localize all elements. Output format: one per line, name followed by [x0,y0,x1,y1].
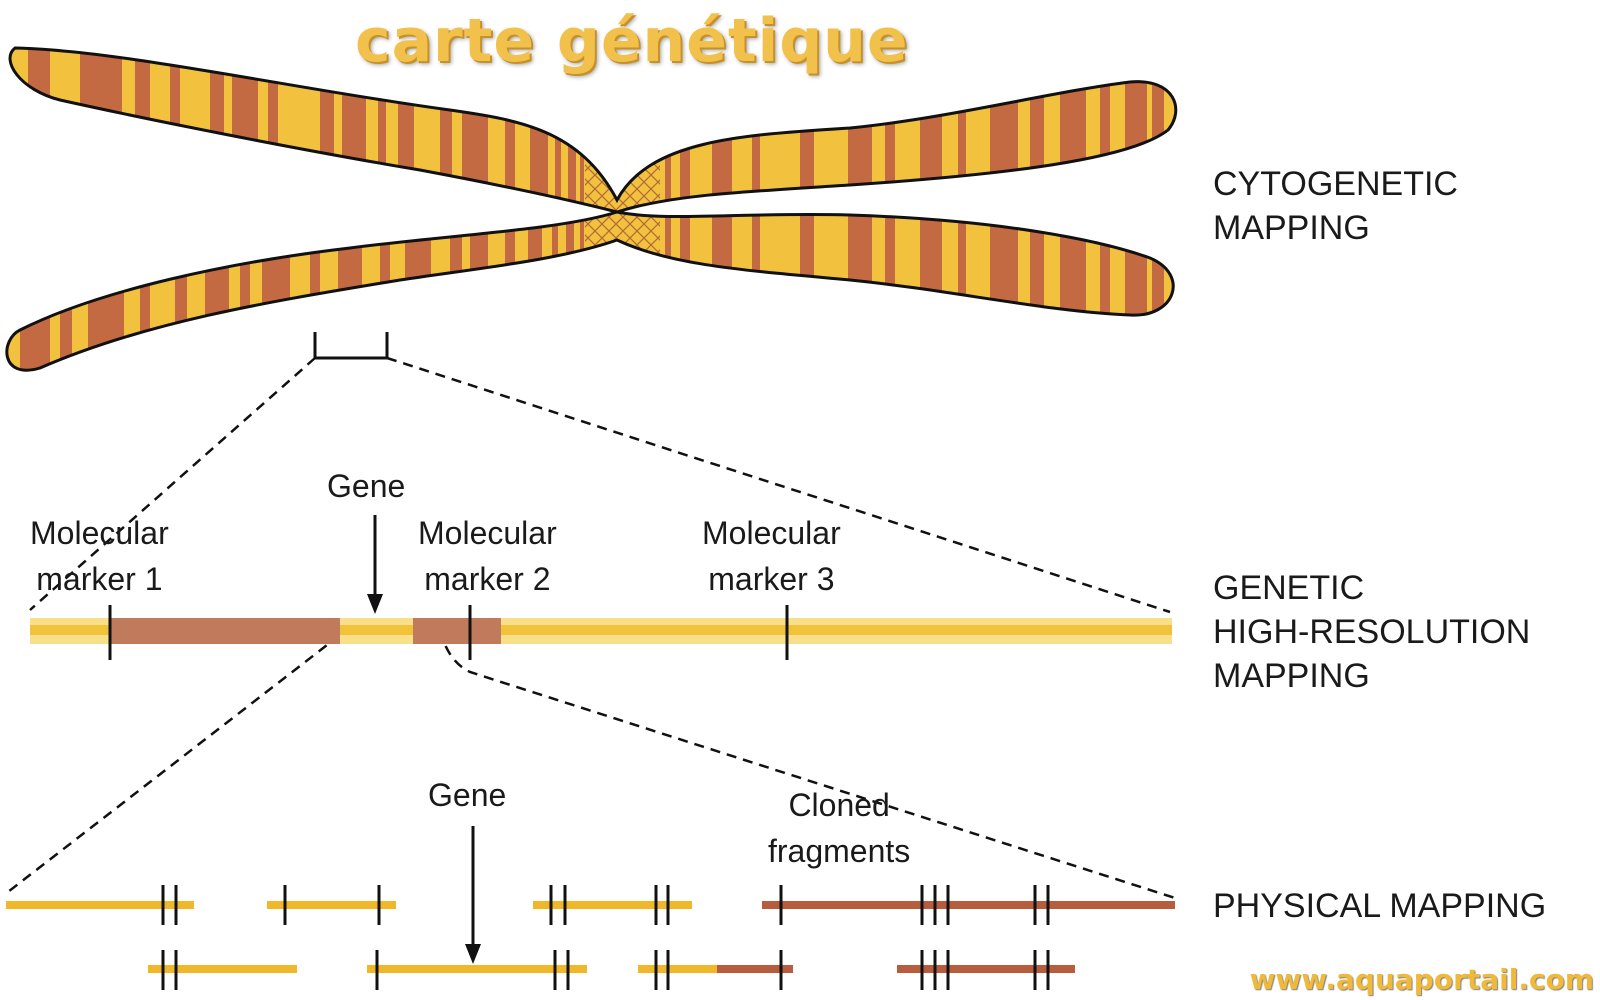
chromosome-band [310,212,320,371]
chromosome-band [505,48,515,210]
molecular-marker-3-label: Molecular marker 3 [702,515,841,597]
genetic-map-bar [30,618,1172,644]
chromosome-band [262,212,290,371]
chromosome-lower-outline [5,210,1175,372]
watermark: www.aquaportail.com [1249,963,1594,996]
chromosome-band [958,48,966,210]
chromosome-band [990,48,1018,210]
gene-label-top: Gene [327,468,406,504]
fragment-markers [161,885,1050,990]
chromosome-band [848,212,872,371]
chromosome-band [320,48,334,210]
cytogenetic-mapping-label: CYTOGENETIC MAPPING [1213,165,1458,247]
chromosome-band [885,212,895,371]
chromosome-band [1100,48,1110,210]
chromosome-band [210,48,224,210]
chromosome-band [1030,212,1044,371]
chromosome-band [800,212,814,371]
chromosome-band [1060,48,1086,210]
chromosome-band [958,212,966,371]
chromosome-band [205,212,229,371]
chromosome-band [665,212,671,371]
chromosome-band [140,212,150,371]
chromosome-band [88,212,124,371]
chromosome-band [1152,48,1164,210]
chromosome-upper-outline [8,46,1178,214]
cloned-fragments [6,901,1175,973]
chromosome-band [1030,48,1044,210]
chromosome-band [1100,212,1110,371]
cloned-fragments-label: Cloned fragments [768,787,911,869]
chromosome-band [920,212,942,371]
chromosome-band [680,212,690,371]
molecular-marker-2-label: Molecular marker 2 [418,515,557,597]
chromosome-band [380,212,390,371]
chromosome-band [580,212,584,371]
chromosome-band [338,212,362,371]
molecular-marker-ticks [108,605,789,660]
chromosome-band [240,212,250,371]
gene-label-bottom: Gene [428,777,507,813]
chromosome-band [712,212,732,371]
chromosome-band [752,212,760,371]
chromosome-band [232,48,258,210]
chromosome-band [505,212,515,371]
chromosome-band [20,212,50,371]
chromosome-band [470,212,488,371]
genetic-mapping-label: GENETIC HIGH-RESOLUTION MAPPING [1213,569,1531,695]
chromosome-band [885,48,895,210]
gene-arrow-bottom [465,826,481,964]
gene-arrow-top [367,515,383,614]
chromosome-band [1125,48,1147,210]
chromosome-band [405,212,431,371]
molecular-marker-1-label: Molecular marker 1 [30,515,169,597]
chromosome-band [1060,212,1086,371]
chromosome-band [60,212,72,371]
page-title: carte génétique [355,6,909,76]
chromosome-band [28,48,50,210]
chromosome-band [1125,212,1147,371]
physical-mapping-label: PHYSICAL MAPPING [1213,887,1547,925]
chromosome-band [268,48,278,210]
chromosome-band [80,48,122,210]
chromosome-band [920,48,942,210]
zoom-bracket [313,332,389,360]
chromosome-band [450,212,462,371]
chromosome-band [566,212,574,371]
chromosome-band [378,48,386,210]
chromosome-band [552,212,558,371]
chromosome-band [135,48,150,210]
chromosome-band [175,212,187,371]
chromosome-band [1152,212,1164,371]
